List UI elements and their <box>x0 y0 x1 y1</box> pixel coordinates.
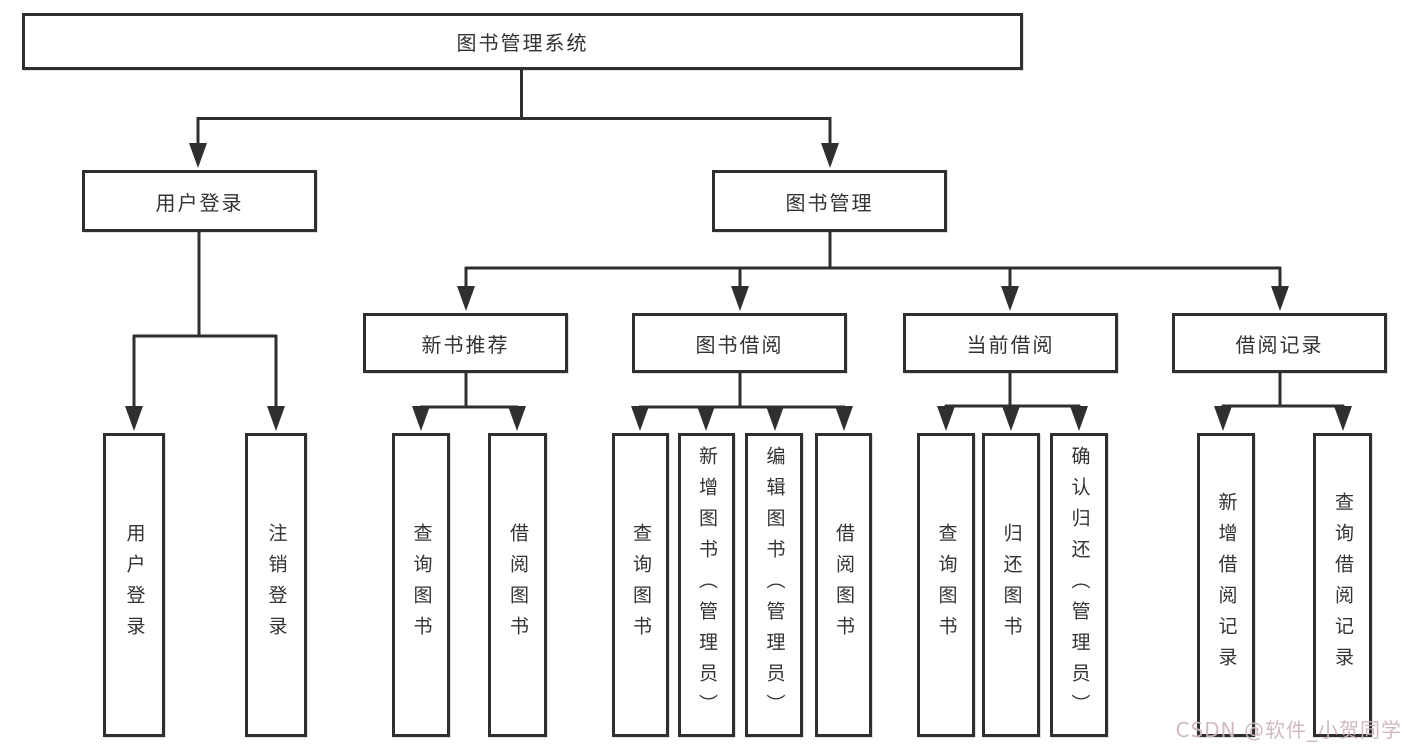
node-label: 查询图书 <box>410 523 433 647</box>
node-label: 图书管理系统 <box>456 31 589 55</box>
arrowhead-down-icon <box>508 406 526 431</box>
connector-line <box>196 70 832 144</box>
node-label: 查询借阅记录 <box>1332 492 1354 678</box>
leaf-query-books-2: 查询图书 <box>612 433 669 737</box>
node-label: 借阅图书 <box>507 523 529 647</box>
arrowhead-down-icon <box>267 406 285 431</box>
connector-root-to-level2 <box>189 70 839 168</box>
connector-current-borrow-to-leaves <box>937 373 1088 431</box>
leaf-return-books: 归还图书 <box>982 433 1040 737</box>
node-user-login: 用户登录 <box>82 170 317 232</box>
leaf-user-login: 用户登录 <box>103 433 165 737</box>
leaf-add-borrow-record: 新增借阅记录 <box>1197 433 1255 737</box>
node-root-library-system: 图书管理系统 <box>22 13 1023 70</box>
arrowhead-down-icon <box>412 406 430 431</box>
connector-line <box>944 373 1081 409</box>
node-label: 用户登录 <box>155 190 244 215</box>
arrowhead-down-icon <box>1070 406 1088 431</box>
leaf-borrow-books-2: 借阅图书 <box>815 433 872 737</box>
arrowhead-down-icon <box>731 286 749 311</box>
arrowhead-down-icon <box>457 286 475 311</box>
leaf-add-book-admin: 新增图书（管理员） <box>678 433 735 737</box>
node-label: 当前借阅 <box>966 332 1055 357</box>
leaf-edit-book-admin: 编辑图书（管理员） <box>745 433 803 737</box>
csdn-watermark: CSDN @软件_小贺同学 <box>1175 718 1402 742</box>
node-new-book-recommend: 新书推荐 <box>363 313 568 373</box>
connector-line <box>132 232 278 407</box>
node-label: 新增借阅记录 <box>1215 492 1238 678</box>
node-label: 注销登录 <box>265 523 288 647</box>
connector-line <box>1221 373 1345 409</box>
node-label: 新增图书（管理员） <box>696 445 718 725</box>
node-label: 用户登录 <box>123 523 146 647</box>
leaf-query-books-1: 查询图书 <box>392 433 450 737</box>
arrowhead-down-icon <box>821 143 839 168</box>
connector-line <box>419 373 519 409</box>
node-label: 确认归还（管理员） <box>1068 445 1091 725</box>
arrowhead-down-icon <box>125 406 143 431</box>
arrowhead-down-icon <box>937 406 955 431</box>
connector-new-book-to-leaves <box>412 373 526 431</box>
arrowhead-down-icon <box>697 406 715 431</box>
node-current-borrow: 当前借阅 <box>903 313 1118 373</box>
connector-line <box>638 373 846 409</box>
connector-user-login-to-leaves <box>125 232 285 431</box>
arrowhead-down-icon <box>766 406 784 431</box>
arrowhead-down-icon <box>1271 286 1289 311</box>
node-label: 查询图书 <box>935 523 958 647</box>
arrowhead-down-icon <box>631 406 649 431</box>
connector-book-management-to-level3 <box>457 232 1289 311</box>
leaf-borrow-books-1: 借阅图书 <box>488 433 547 737</box>
connector-borrow-record-to-leaves <box>1214 373 1352 431</box>
connector-line <box>464 232 1282 287</box>
node-label: 新书推荐 <box>421 332 510 357</box>
arrowhead-down-icon <box>1214 406 1232 431</box>
connector-book-borrow-to-leaves <box>631 373 853 431</box>
leaf-query-books-3: 查询图书 <box>917 433 975 737</box>
node-label: 图书管理 <box>785 190 874 215</box>
node-label: 归还图书 <box>1000 523 1023 647</box>
arrowhead-down-icon <box>1001 286 1019 311</box>
arrowhead-down-icon <box>1002 406 1020 431</box>
arrowhead-down-icon <box>1334 406 1352 431</box>
node-label: 查询图书 <box>630 523 652 647</box>
node-book-management: 图书管理 <box>712 170 947 232</box>
arrowhead-down-icon <box>835 406 853 431</box>
leaf-query-borrow-record: 查询借阅记录 <box>1313 433 1372 737</box>
arrowhead-down-icon <box>189 143 207 168</box>
leaf-confirm-return-admin: 确认归还（管理员） <box>1050 433 1108 737</box>
leaf-logout: 注销登录 <box>245 433 307 737</box>
node-label: 图书借阅 <box>695 332 784 357</box>
node-label: 借阅记录 <box>1235 332 1324 357</box>
node-label: 借阅图书 <box>833 523 855 647</box>
node-label: 编辑图书（管理员） <box>763 445 786 725</box>
node-book-borrow: 图书借阅 <box>632 313 847 373</box>
node-borrow-record: 借阅记录 <box>1172 313 1387 373</box>
